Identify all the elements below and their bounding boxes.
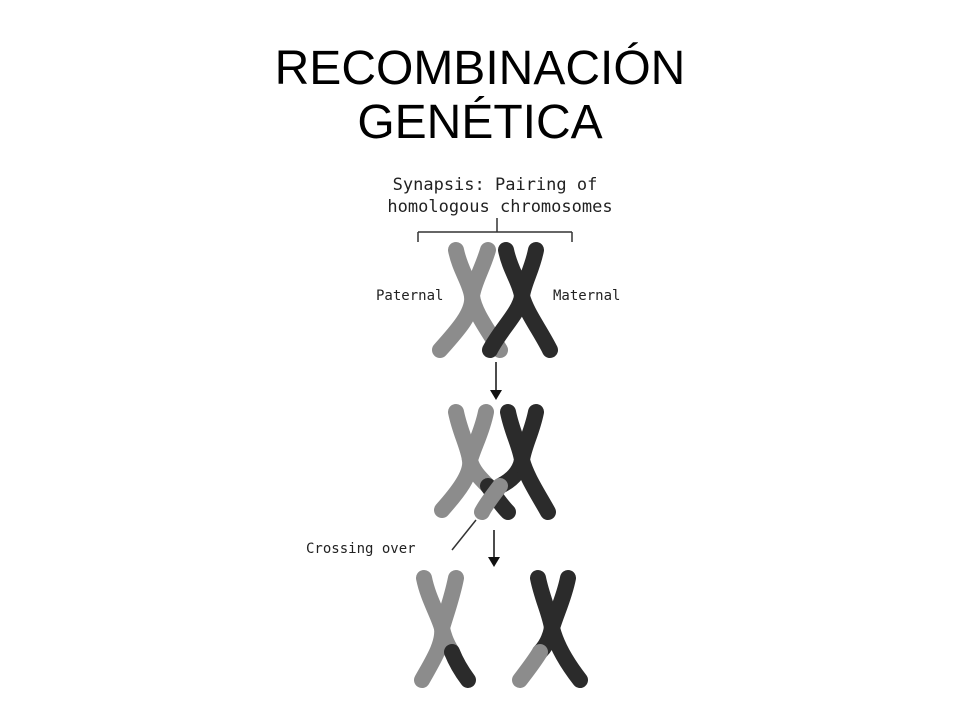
recombinant-paternal xyxy=(414,570,476,688)
crossing-over-label: Crossing over xyxy=(306,541,416,557)
maternal-label: Maternal xyxy=(553,288,620,304)
crossing-over-pointer xyxy=(451,519,477,551)
paternal-chromosome xyxy=(432,242,508,358)
title-line-2: GENÉTICA xyxy=(357,96,603,149)
slide-title: RECOMBINACIÓN GENÉTICA xyxy=(0,42,960,150)
synapsis-label-line-1: Synapsis: Pairing of xyxy=(393,175,598,195)
title-line-1: RECOMBINACIÓN xyxy=(274,42,686,95)
stage-3-recombinant xyxy=(414,570,588,688)
paternal-label: Paternal xyxy=(376,288,443,304)
synapsis-label-line-2: homologous chromosomes xyxy=(387,197,612,217)
stage-1-synapsis xyxy=(432,242,558,358)
recombinant-maternal xyxy=(512,570,588,688)
stage-2-crossing-over xyxy=(434,404,556,520)
maternal-chromosome xyxy=(482,242,558,358)
synapsis-bracket xyxy=(417,218,573,242)
maternal-chromosome-crossed xyxy=(474,404,556,520)
